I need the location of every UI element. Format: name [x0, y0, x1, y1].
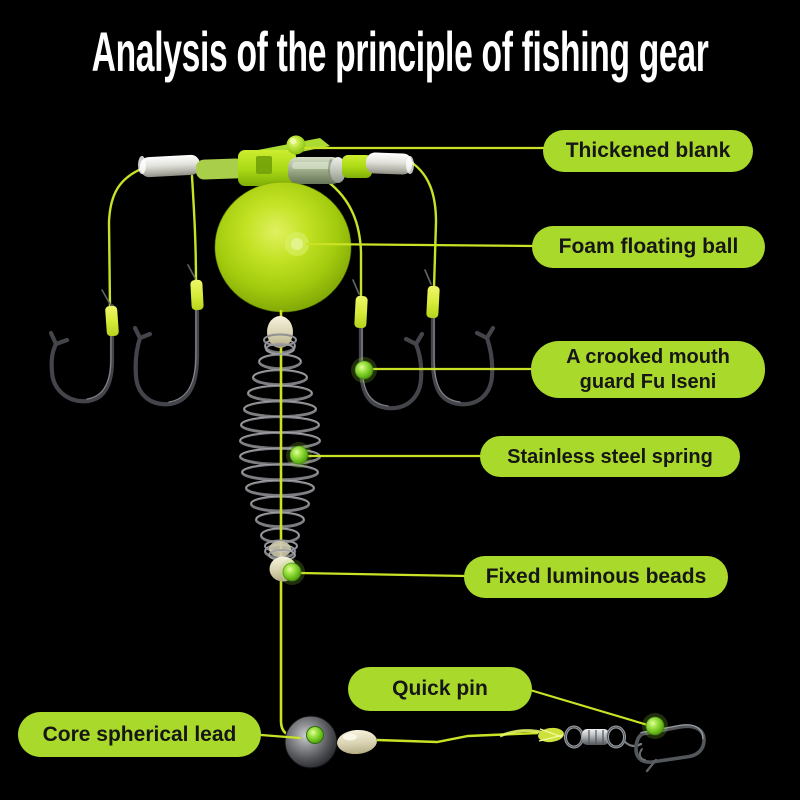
main-line-vertical: [279, 310, 292, 738]
label-spring-text: Stainless steel spring: [507, 445, 713, 468]
label-crooked-line2: guard Fu Iseni: [579, 370, 717, 393]
main-line-to-swivel: [376, 727, 564, 744]
float-bead-oval: [337, 729, 377, 755]
hook-3: [352, 279, 425, 411]
marker-quick-pin: [645, 716, 665, 736]
thickened-blank-crossbar: [138, 135, 414, 186]
fishing-hooks: [48, 264, 496, 411]
luminous-bead-on-lead: [306, 726, 324, 744]
label-beads-text: Fixed luminous beads: [485, 565, 707, 589]
barrel-swivel: [564, 725, 626, 749]
label-quick-pin-text: Quick pin: [392, 677, 488, 701]
page-title: Analysis of the principle of fishing gea…: [91, 19, 709, 83]
label-lead-text: Core spherical lead: [42, 722, 237, 746]
label-crooked-mouth-guard: A crooked mouth guard Fu Iseni: [531, 341, 765, 398]
hook-2: [132, 264, 204, 407]
label-foam-floating-ball-text: Foam floating ball: [558, 235, 739, 259]
marker-spring: [289, 445, 309, 465]
label-crooked-line1: A crooked mouth: [566, 345, 730, 368]
line-knot: [538, 727, 564, 743]
label-thickened-blank-text: Thickened blank: [565, 139, 731, 163]
marker-crooked-hook: [354, 360, 374, 380]
marker-dots: [279, 357, 668, 739]
top-fixing-bead: [263, 316, 297, 355]
label-quick-pin: Quick pin: [348, 667, 532, 711]
hook-4: [424, 269, 496, 407]
label-core-spherical-lead: Core spherical lead: [18, 712, 261, 757]
label-fixed-luminous-beads: Fixed luminous beads: [464, 556, 728, 598]
foam-floating-ball: [214, 181, 352, 313]
hook-1: [48, 289, 119, 404]
crossbar-knob: [286, 135, 306, 155]
label-thickened-blank: Thickened blank: [543, 130, 753, 172]
label-stainless-steel-spring: Stainless steel spring: [480, 436, 740, 477]
core-spherical-lead: [284, 715, 338, 769]
label-foam-floating-ball: Foam floating ball: [532, 226, 765, 268]
marker-beads: [282, 562, 302, 582]
label-leader-lines: [259, 146, 653, 740]
quick-pin-snap: [622, 724, 706, 773]
